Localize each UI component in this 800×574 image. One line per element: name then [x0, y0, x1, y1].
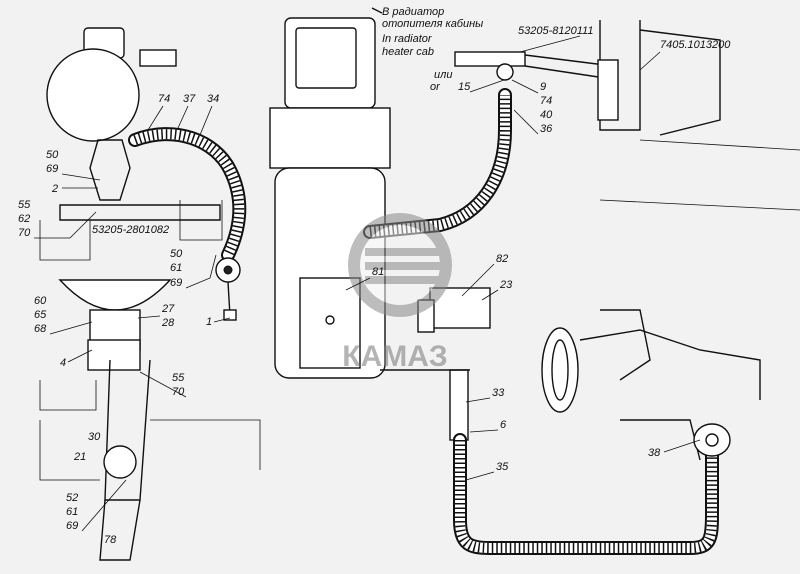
radiator-note: В радиатор отопителя кабины In radiator … [371, 6, 483, 58]
callout-2: 2 [51, 183, 58, 195]
callout-40: 40 [540, 109, 553, 121]
callout-38: 38 [648, 447, 661, 459]
callout-69b: 69 [170, 277, 182, 289]
callout-70b: 70 [172, 386, 185, 398]
callout-27: 27 [161, 303, 175, 315]
part-code-pump: 7405.1013200 [660, 39, 731, 51]
callout-50: 50 [46, 149, 59, 161]
or-note-en: or [430, 81, 441, 93]
part-code-tee: 53205-8120111 [518, 25, 593, 37]
note-ru-line2: отопителя кабины [382, 18, 483, 30]
callout-61: 61 [170, 262, 182, 274]
heater-tank [46, 48, 140, 142]
heater-collar [269, 107, 391, 169]
callout-78: 78 [104, 534, 117, 546]
callout-55b: 55 [172, 372, 185, 384]
callout-82: 82 [496, 253, 508, 265]
callouts: 74 37 34 50 69 2 55 62 70 50 61 69 1 60 … [18, 81, 661, 546]
rail-frame [39, 220, 91, 261]
pipe-33 [449, 369, 469, 441]
pulley [541, 327, 579, 413]
left-assembly [39, 27, 261, 561]
callout-33: 33 [492, 387, 505, 399]
or-note-ru: или [434, 69, 452, 81]
callout-69: 69 [46, 163, 58, 175]
callout-61b: 61 [66, 506, 78, 518]
callout-35: 35 [496, 461, 509, 473]
pipe-clamp-21 [103, 445, 137, 479]
callout-34: 34 [207, 93, 219, 105]
callout-69c: 69 [66, 520, 78, 532]
right-engine [541, 20, 800, 461]
callout-30: 30 [88, 431, 101, 443]
callout-62: 62 [18, 213, 30, 225]
callout-68: 68 [34, 323, 47, 335]
callout-21: 21 [73, 451, 86, 463]
part-code-bracket: 53205-2801082 [92, 224, 169, 236]
callout-52: 52 [66, 492, 78, 504]
callout-15: 15 [458, 81, 471, 93]
leader-lines [34, 35, 701, 532]
callout-28: 28 [161, 317, 175, 329]
callout-1: 1 [206, 316, 212, 328]
callout-6: 6 [500, 419, 507, 431]
callout-81: 81 [372, 266, 384, 278]
tank-bracket [89, 139, 131, 201]
callout-55: 55 [18, 199, 31, 211]
logo-text: КАМАЗ [342, 340, 447, 373]
inlet-pipe [139, 49, 177, 67]
callout-50b: 50 [170, 248, 183, 260]
callout-4: 4 [60, 357, 66, 369]
support-rail [59, 204, 221, 221]
note-en-line2: heater cab [382, 46, 434, 58]
callout-9: 9 [540, 81, 546, 93]
callout-60: 60 [34, 295, 47, 307]
callout-74b: 74 [540, 95, 552, 107]
dome-bracket [58, 279, 172, 311]
flange-38 [693, 423, 731, 457]
kamaz-logo: КАМАЗ [342, 213, 452, 373]
note-ru-line1: В радиатор [382, 6, 444, 18]
note-en-line1: In radiator [382, 33, 433, 45]
callout-65: 65 [34, 309, 47, 321]
center-heater [269, 17, 719, 555]
heater-panel-81 [299, 277, 361, 369]
callout-36: 36 [540, 123, 553, 135]
hose-35 [453, 433, 719, 555]
callout-70: 70 [18, 227, 31, 239]
rail-frame-right [179, 200, 223, 241]
tee-fitting [454, 51, 526, 67]
callout-74: 74 [158, 93, 170, 105]
callout-37: 37 [183, 93, 196, 105]
pipe-30 [104, 359, 151, 501]
callout-23: 23 [499, 279, 513, 291]
